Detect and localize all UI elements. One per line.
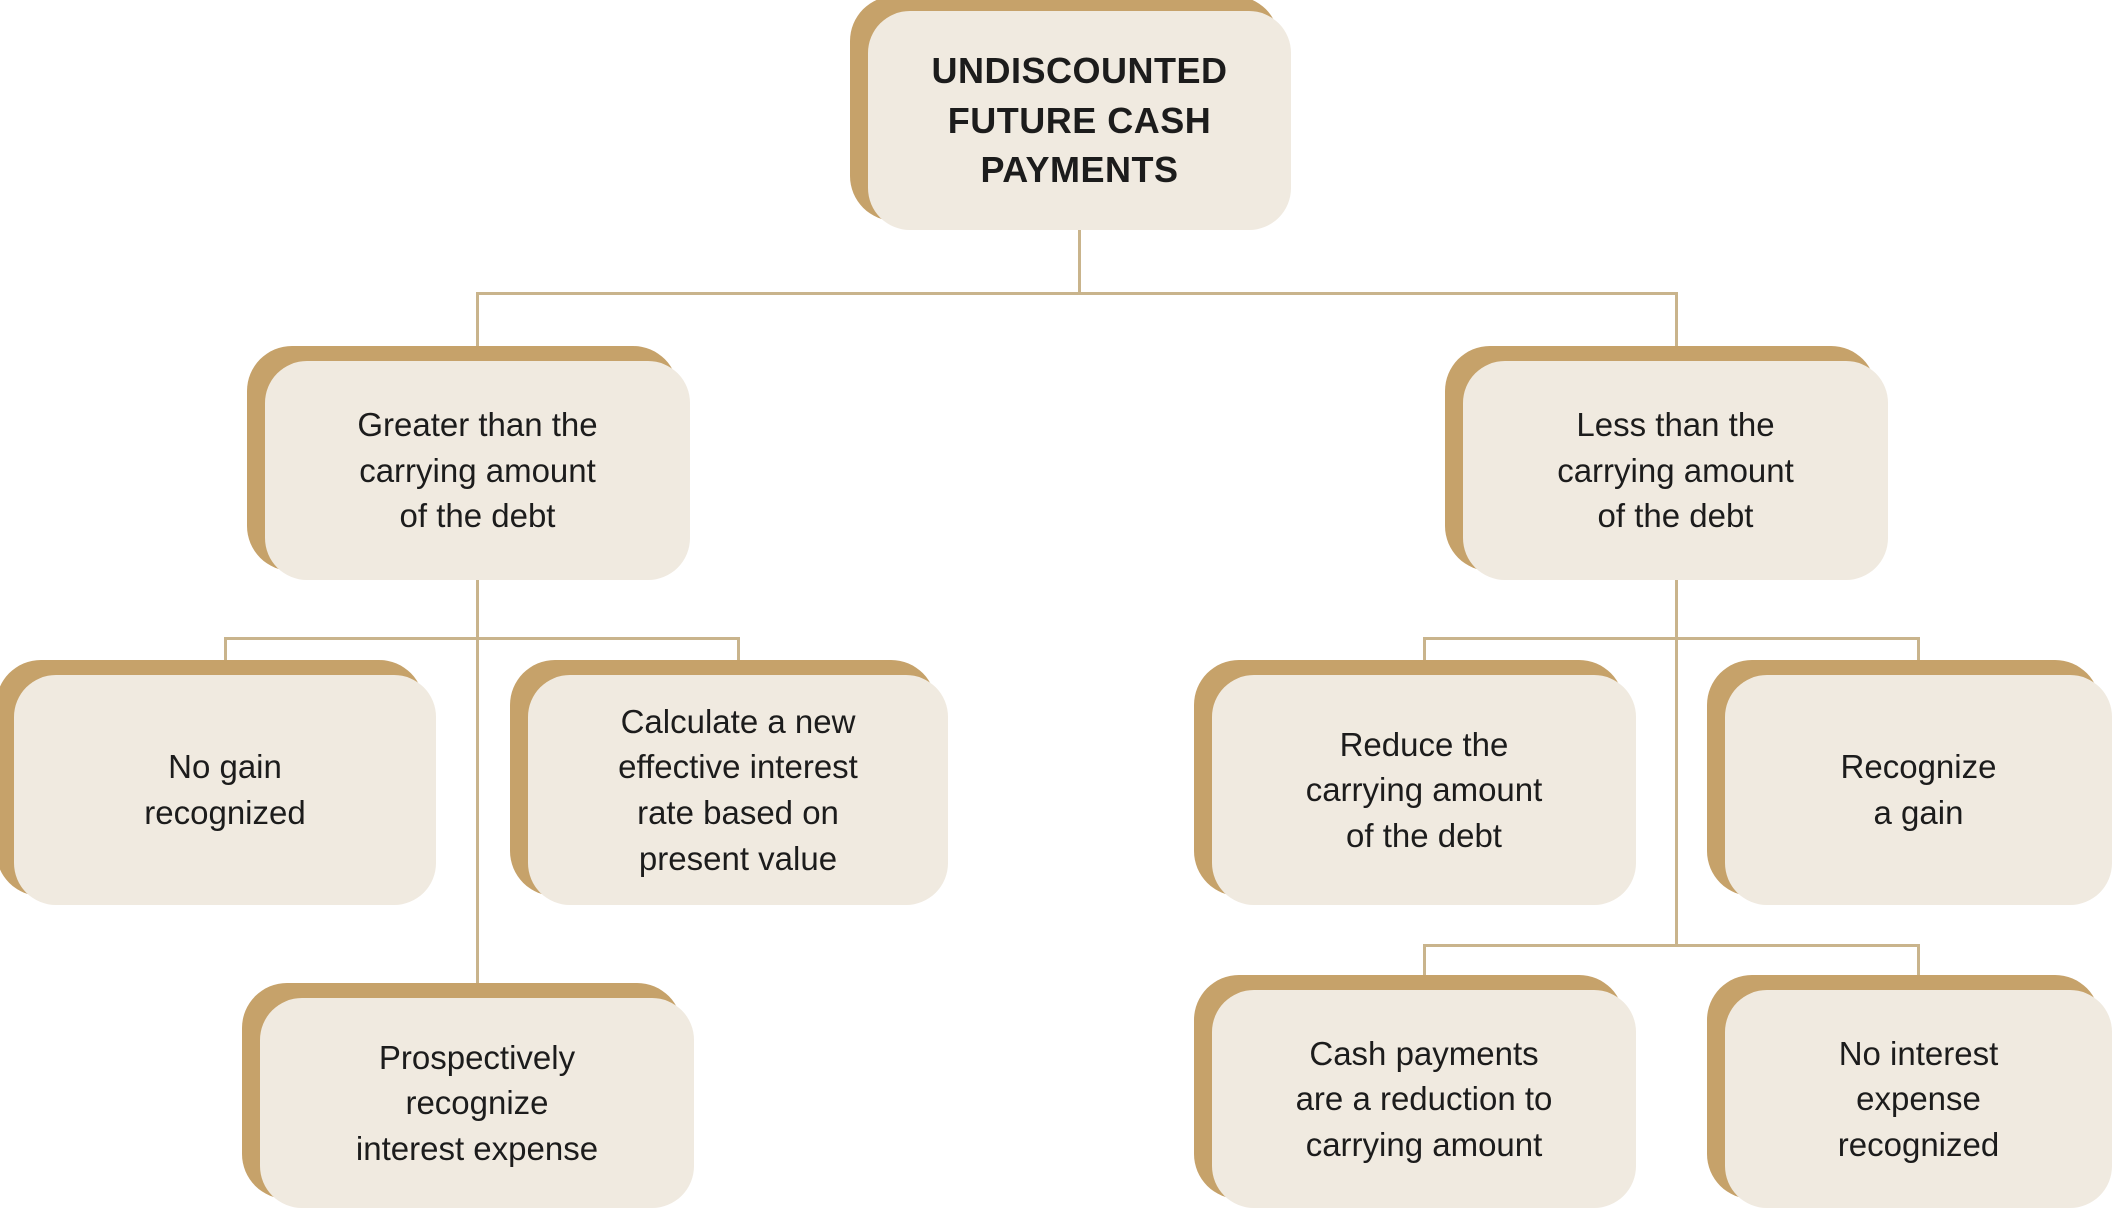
connector-drop-no-interest xyxy=(1917,944,1920,990)
connector-right-vertical xyxy=(1675,580,1678,944)
node-no-interest-expense-recognized: No interest expense recognized xyxy=(1725,990,2112,1208)
node-reduce-carrying-amount: Reduce the carrying amount of the debt xyxy=(1212,675,1636,905)
connector-left-horizontal xyxy=(224,637,740,640)
connector-right-horizontal-2 xyxy=(1423,944,1920,947)
connector-drop-new-rate xyxy=(737,637,740,675)
node-less-than-carrying-amount: Less than the carrying amount of the deb… xyxy=(1463,361,1888,580)
node-cash-payments-reduction: Cash payments are a reduction to carryin… xyxy=(1212,990,1636,1208)
connector-root-stem xyxy=(1078,230,1081,292)
node-prospectively-recognize-interest-expense: Prospectively recognize interest expense xyxy=(260,998,694,1208)
connector-drop-less xyxy=(1675,292,1678,361)
node-recognize-a-gain: Recognize a gain xyxy=(1725,675,2112,905)
connector-top-horizontal xyxy=(476,292,1678,295)
connector-drop-reduce xyxy=(1423,637,1426,675)
connector-right-horizontal-1 xyxy=(1423,637,1920,640)
connector-drop-gain xyxy=(1917,637,1920,675)
connector-drop-greater xyxy=(476,292,479,361)
connector-drop-cash xyxy=(1423,944,1426,990)
connector-left-vertical xyxy=(476,580,479,998)
connector-drop-no-gain xyxy=(224,637,227,675)
node-no-gain-recognized: No gain recognized xyxy=(14,675,436,905)
node-undiscounted-future-cash-payments: UNDISCOUNTED FUTURE CASH PAYMENTS xyxy=(868,11,1291,230)
node-greater-than-carrying-amount: Greater than the carrying amount of the … xyxy=(265,361,690,580)
node-calculate-new-effective-interest-rate: Calculate a new effective interest rate … xyxy=(528,675,948,905)
